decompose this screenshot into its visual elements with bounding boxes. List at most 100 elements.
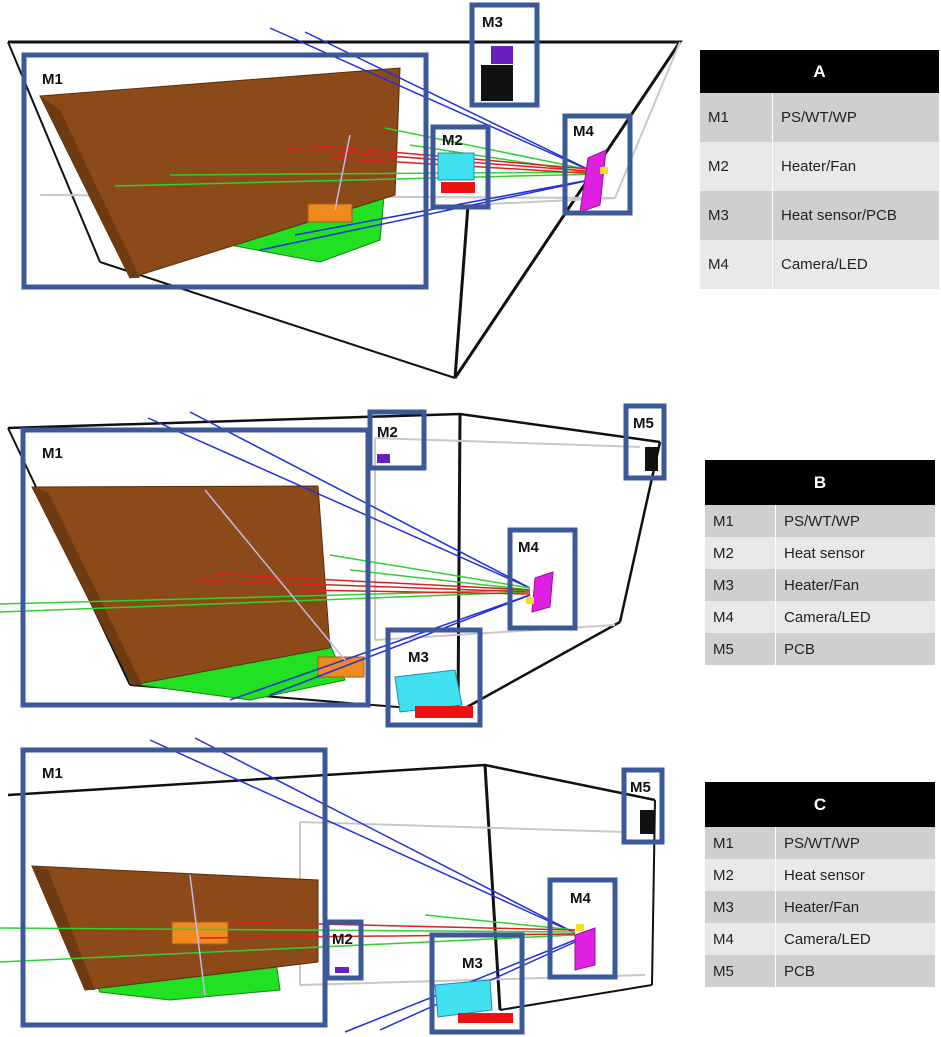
enclosure-edge-a	[453, 204, 470, 379]
table-cell-code: M1	[705, 827, 776, 859]
module-label: M2	[377, 424, 398, 441]
heater-c	[434, 979, 493, 1018]
module-label: M3	[482, 14, 503, 31]
module-label: M2	[332, 931, 353, 948]
table-cell-desc: PS/WT/WP	[772, 93, 939, 142]
enclosure-floor-edge-c	[299, 821, 626, 833]
table-cell-desc: Camera/LED	[772, 240, 939, 289]
table-cell-code: M3	[705, 891, 776, 923]
ray-green-a	[169, 171, 601, 176]
table-cell-desc: Camera/LED	[775, 923, 935, 955]
module-box-m2-b	[367, 409, 427, 471]
ray-green-c	[0, 927, 576, 933]
led-c	[576, 924, 584, 931]
table-cell-code: M3	[700, 191, 773, 240]
module-box-m1-b	[20, 427, 371, 708]
ray-lilac-c	[189, 874, 206, 996]
ray-blue-c	[149, 739, 576, 934]
table-cell-code: M2	[700, 142, 773, 191]
panel-b-scene: M1 M2 M3 M4 M5	[0, 403, 667, 728]
module-label: M4	[518, 539, 539, 556]
fan-a	[441, 182, 475, 193]
module-box-m2-a	[430, 124, 491, 210]
orange-part-c	[171, 921, 229, 945]
table-cell-code: M1	[705, 505, 776, 537]
panel-c-scene: M1 M2 M3 M4 M5	[0, 737, 665, 1035]
ray-blue-b	[229, 594, 531, 701]
module-box-m3-b	[385, 627, 483, 728]
ray-green-b	[0, 591, 531, 613]
table-cell-desc: PS/WT/WP	[775, 827, 935, 859]
module-box-m5-c	[621, 767, 665, 845]
legend-table-a: A M1 PS/WT/WP M2 Heater/Fan M3 Heat sens…	[700, 50, 939, 289]
heater-b	[394, 669, 463, 713]
table-cell-code: M4	[705, 923, 776, 955]
module-box-m4-b	[507, 527, 578, 631]
legend-table-c: C M1 PS/WT/WP M2 Heat sensor M3 Heater/F…	[705, 782, 935, 987]
module-label: M4	[573, 123, 594, 140]
enclosure-edge-c	[651, 799, 656, 986]
legend-table-b: B M1 PS/WT/WP M2 Heat sensor M3 Heater/F…	[705, 460, 935, 665]
table-cell-code: M5	[705, 955, 776, 987]
plant-panel-side-a	[40, 96, 140, 278]
enclosure-edge-c	[499, 984, 653, 1011]
ray-green-b	[329, 554, 531, 589]
module-box-m3-a	[469, 2, 540, 108]
module-label: M1	[42, 71, 63, 88]
table-cell-code: M1	[700, 93, 773, 142]
ray-blue-b	[269, 594, 531, 696]
table-cell-desc: PCB	[775, 633, 935, 665]
table-header: A	[700, 50, 939, 93]
pcb-a	[481, 65, 513, 101]
ray-lilac-a	[334, 134, 351, 211]
ray-red-b	[214, 573, 531, 591]
table-cell-code: M4	[705, 601, 776, 633]
pcb-b	[645, 447, 658, 471]
enclosure-edge-b	[457, 620, 621, 714]
table-cell-desc: Heat sensor	[775, 537, 935, 569]
ray-red-b	[299, 589, 531, 595]
table-cell-desc: Camera/LED	[775, 601, 935, 633]
enclosure-floor-edge-a	[614, 41, 681, 199]
heat-sensor-c	[335, 967, 349, 973]
table-cell-desc: Heat sensor/PCB	[772, 191, 939, 240]
ray-lilac-b	[204, 489, 346, 661]
module-box-m5-b	[623, 403, 667, 481]
enclosure-edge-b	[618, 441, 662, 623]
led-b	[526, 597, 534, 604]
ray-green-a	[114, 173, 601, 187]
heat-sensor-b	[377, 454, 390, 463]
enclosure-edge-a	[99, 261, 456, 379]
module-box-m1-c	[20, 747, 328, 1028]
ray-green-b	[349, 569, 531, 591]
ray-blue-b	[147, 417, 531, 589]
plant-panel-b	[31, 485, 331, 686]
pcb-c	[640, 810, 654, 834]
heat-sensor-a	[491, 46, 513, 64]
enclosure-edge-c	[7, 763, 656, 802]
table-cell-code: M4	[700, 240, 773, 289]
table-cell-code: M2	[705, 859, 776, 891]
module-label: M2	[442, 132, 463, 149]
camera-c	[574, 927, 596, 971]
module-box-m2-c	[324, 919, 364, 981]
ray-red-c	[229, 921, 576, 931]
fan-c	[458, 1013, 513, 1023]
module-label: M5	[630, 779, 651, 796]
table-cell-code: M3	[705, 569, 776, 601]
table-cell-desc: Heater/Fan	[775, 569, 935, 601]
plant-panel-side-b	[32, 487, 142, 685]
ray-blue-b	[189, 411, 531, 589]
enclosure-floor-edge-b	[374, 437, 641, 448]
module-box-m4-a	[562, 113, 633, 216]
enclosure-edge-c	[483, 764, 502, 1011]
table-cell-desc: PS/WT/WP	[775, 505, 935, 537]
ray-blue-c	[194, 737, 576, 934]
table-cell-code: M5	[705, 633, 776, 665]
module-label: M1	[42, 765, 63, 782]
module-label: M4	[570, 890, 591, 907]
module-label: M3	[408, 649, 429, 666]
module-box-m4-c	[547, 877, 618, 980]
module-box-m3-c	[429, 932, 525, 1035]
fan-b	[415, 706, 473, 718]
